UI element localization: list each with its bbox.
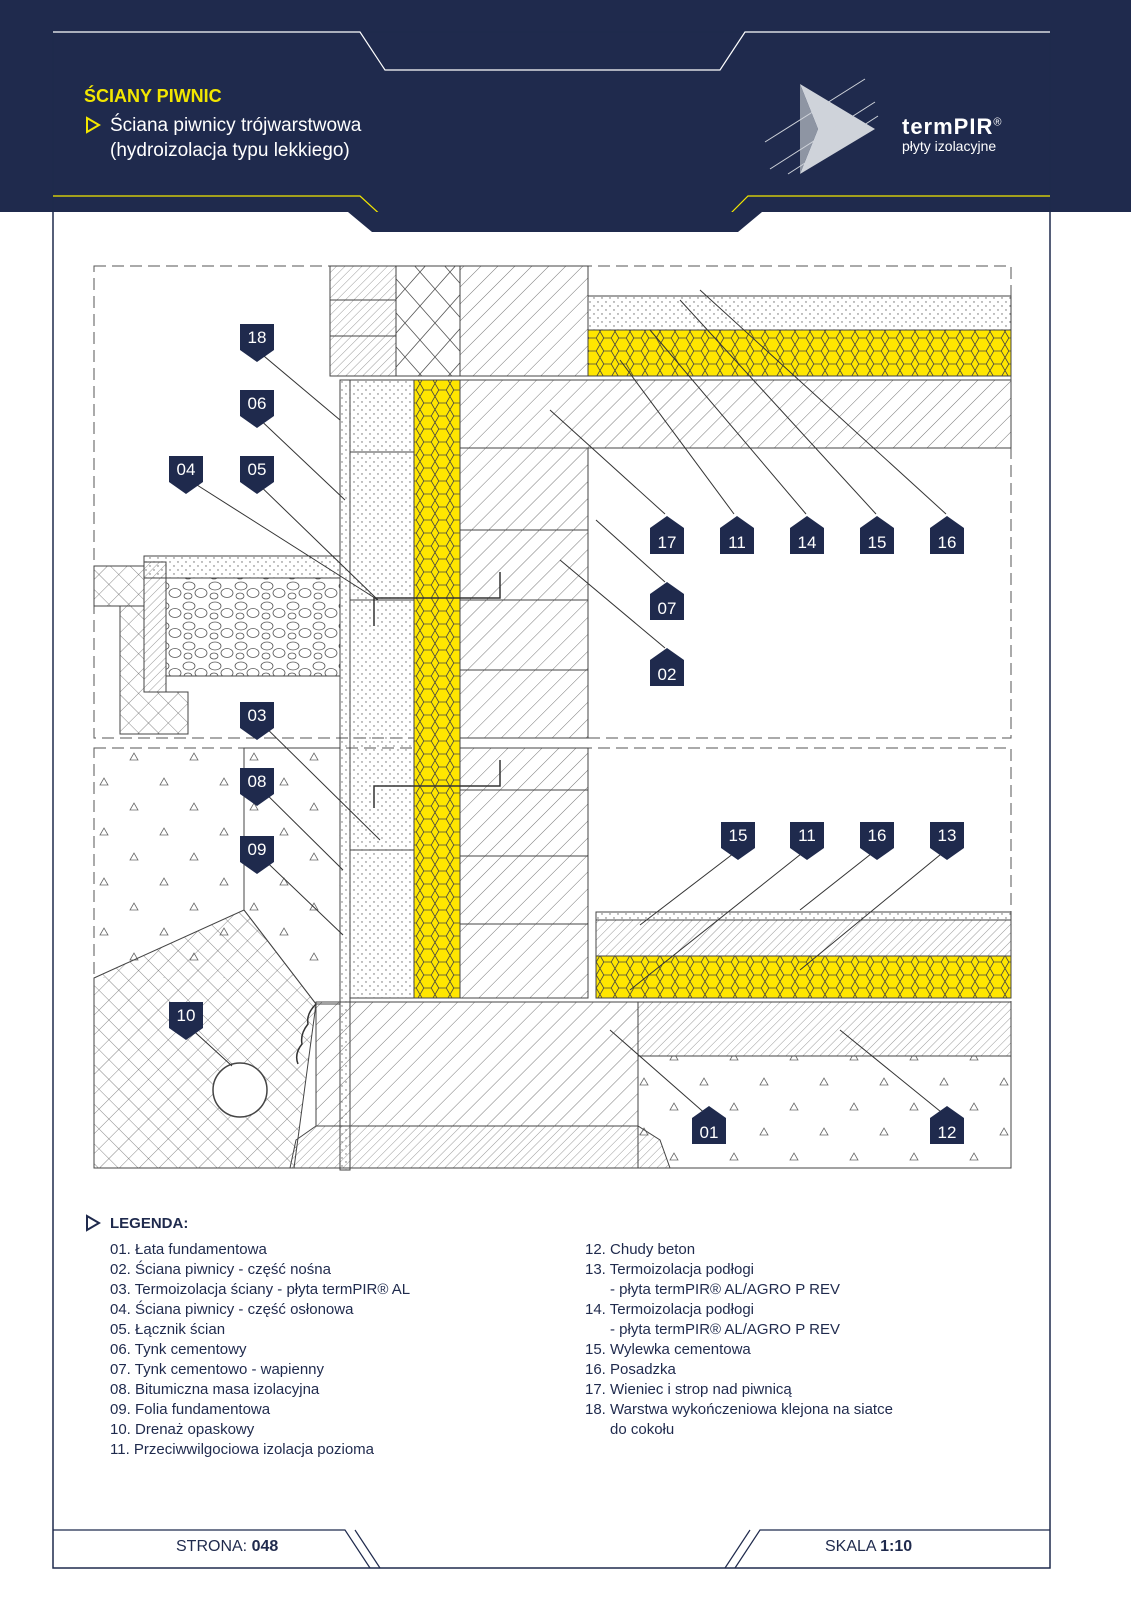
- callout-16b: 16: [868, 826, 887, 845]
- legend-item: 08. Bitumiczna masa izolacyjna: [110, 1381, 320, 1398]
- legend-item: 15. Wylewka cementowa: [585, 1341, 751, 1358]
- legend-item: 14. Termoizolacja podłogi: [585, 1301, 754, 1318]
- legend-left-column: 01. Łata fundamentowa 02. Ściana piwnicy…: [110, 1240, 585, 1460]
- brand: termPIR® płyty izolacyjne: [902, 114, 1002, 154]
- brand-name: termPIR: [902, 114, 994, 139]
- legend-title: LEGENDA:: [110, 1214, 189, 1232]
- page-label: STRONA:: [176, 1538, 248, 1555]
- legend-item: 10. Drenaż opaskowy: [110, 1421, 255, 1438]
- callout-05: 05: [248, 460, 267, 479]
- legend-item: 11. Przeciwwilgociowa izolacja pozioma: [110, 1441, 375, 1458]
- page-number: STRONA: 048: [176, 1538, 278, 1556]
- callout-18: 18: [248, 328, 267, 347]
- legend-item: 09. Folia fundamentowa: [110, 1401, 271, 1418]
- callout-15a: 15: [868, 533, 887, 552]
- subtitle-line2: (hydroizolacja typu lekkiego): [110, 140, 350, 161]
- termpir-logo-icon: [764, 78, 879, 175]
- legend-item: 18. Warstwa wykończeniowa klejona na sia…: [585, 1401, 893, 1418]
- callout-10: 10: [177, 1006, 196, 1025]
- legend-item: 13. Termoizolacja podłogi: [585, 1261, 754, 1278]
- callout-08: 08: [248, 772, 267, 791]
- callout-11a: 11: [728, 533, 746, 552]
- title-block: ŚCIANY PIWNIC Ściana piwnicy trójwarstwo…: [84, 86, 361, 163]
- callout-04: 04: [177, 460, 196, 479]
- triangle-bullet-icon: [86, 116, 101, 134]
- legend-item: 12. Chudy beton: [585, 1241, 696, 1258]
- callout-group: 18 06 04 05 03 08 09 10 17 11 14 15 16 0…: [169, 324, 964, 1144]
- page-value: 048: [251, 1538, 279, 1555]
- legend-right-column: 12. Chudy beton 13. Termoizolacja podłog…: [585, 1240, 893, 1460]
- legend-item: 05. Łącznik ścian: [110, 1321, 226, 1338]
- callout-12: 12: [938, 1123, 957, 1142]
- callout-03: 03: [248, 706, 267, 725]
- callout-02: 02: [658, 665, 677, 684]
- legend-item: 16. Posadzka: [585, 1361, 676, 1378]
- header-band: [0, 0, 1131, 212]
- callout-06: 06: [248, 394, 267, 413]
- brand-tagline: płyty izolacyjne: [902, 138, 997, 154]
- legend-item: 03. Termoizolacja ściany - płyta termPIR…: [110, 1281, 411, 1298]
- legend-item: 17. Wieniec i strop nad piwnicą: [585, 1381, 792, 1398]
- legend: LEGENDA: 01. Łata fundamentowa 02. Ścian…: [84, 1214, 1044, 1460]
- callout-15b: 15: [729, 826, 748, 845]
- callout-09: 09: [248, 840, 267, 859]
- scale-label: SKALA: [825, 1538, 876, 1555]
- legend-item: 04. Ściana piwnicy - część osłonowa: [110, 1301, 354, 1318]
- scale: SKALA 1:10: [825, 1538, 912, 1556]
- callout-13: 13: [938, 826, 957, 845]
- category-title: ŚCIANY PIWNIC: [84, 86, 222, 106]
- registered-mark: ®: [993, 116, 1003, 129]
- callout-11b: 11: [798, 826, 816, 845]
- legend-item: - płyta termPIR® AL/AGRO P REV: [585, 1281, 841, 1298]
- legend-item: do cokołu: [585, 1421, 675, 1438]
- legend-item: 07. Tynk cementowo - wapienny: [110, 1361, 325, 1378]
- legend-item: 06. Tynk cementowy: [110, 1341, 247, 1358]
- scale-value: 1:10: [880, 1538, 913, 1555]
- callout-14: 14: [798, 533, 817, 552]
- legend-item: - płyta termPIR® AL/AGRO P REV: [585, 1321, 841, 1338]
- callout-16a: 16: [938, 533, 957, 552]
- callout-01: 01: [700, 1123, 719, 1142]
- legend-item: 01. Łata fundamentowa: [110, 1241, 267, 1258]
- subtitle-line1: Ściana piwnicy trójwarstwowa: [110, 115, 362, 136]
- callout-07: 07: [658, 599, 677, 618]
- triangle-bullet-icon: [86, 1214, 101, 1232]
- callout-17: 17: [658, 533, 677, 552]
- legend-item: 02. Ściana piwnicy - część nośna: [110, 1261, 331, 1278]
